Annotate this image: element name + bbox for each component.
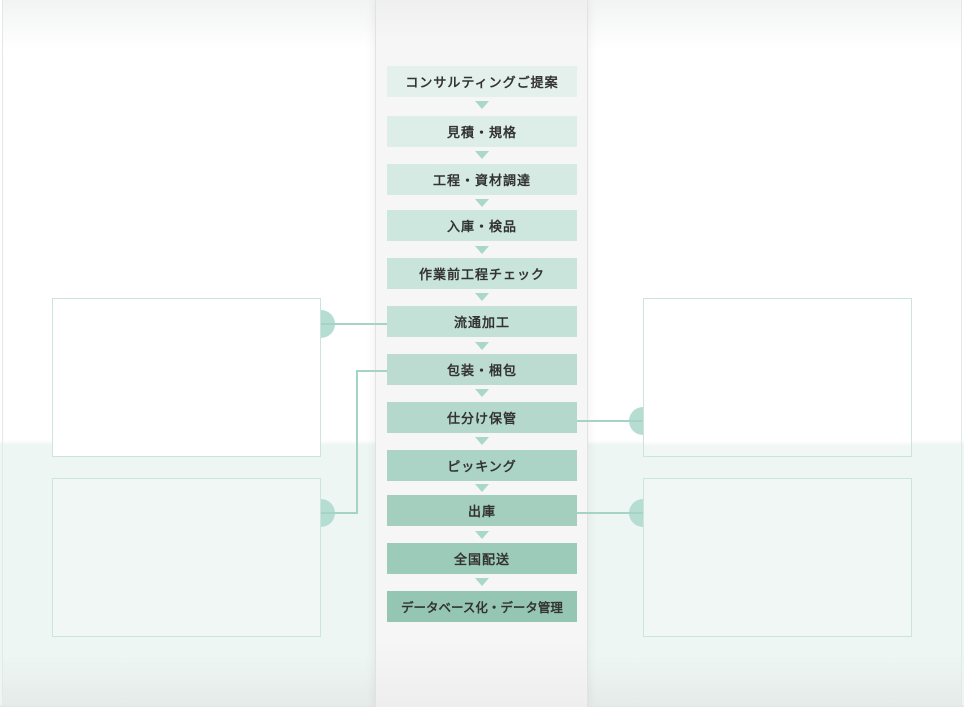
flow-step-shipping: 出庫 [387, 495, 577, 526]
connector-line-left-bottom-v [356, 370, 358, 514]
page-frame-left [2, 0, 3, 707]
flow-step-sorting: 仕分け保管 [387, 402, 577, 433]
down-arrow-icon [475, 101, 489, 109]
flow-step-consulting: コンサルティングご提案 [387, 66, 577, 97]
down-arrow-icon [475, 389, 489, 397]
flow-step-packaging: 包装・梱包 [387, 354, 577, 385]
down-arrow-icon [475, 199, 489, 207]
flow-step-procurement: 工程・資材調達 [387, 164, 577, 195]
down-arrow-icon [475, 246, 489, 254]
page-frame-right [961, 0, 962, 707]
flow-step-estimate: 見積・規格 [387, 116, 577, 147]
down-arrow-icon [475, 578, 489, 586]
connector-line-left-bottom-h1 [321, 512, 358, 514]
down-arrow-icon [475, 151, 489, 159]
flow-step-database: データベース化・データ管理 [387, 591, 577, 622]
side-panel-left-top-cover [52, 298, 321, 457]
flow-step-processing: 流通加工 [387, 306, 577, 337]
flow-step-precheck: 作業前工程チェック [387, 258, 577, 289]
connector-line-left-top [321, 323, 387, 325]
connector-line-right-top [577, 420, 643, 422]
side-panel-right-top-cover [643, 298, 912, 457]
down-arrow-icon [475, 484, 489, 492]
down-arrow-icon [475, 531, 489, 539]
side-panel-right-bottom-cover [643, 478, 912, 637]
flow-step-delivery: 全国配送 [387, 543, 577, 574]
side-panel-left-bottom-cover [52, 478, 321, 637]
down-arrow-icon [475, 437, 489, 445]
flow-step-receiving: 入庫・検品 [387, 210, 577, 241]
connector-line-right-bottom [577, 512, 643, 514]
connector-line-left-bottom-h2 [356, 370, 387, 372]
flow-step-picking: ピッキング [387, 450, 577, 481]
down-arrow-icon [475, 342, 489, 350]
down-arrow-icon [475, 293, 489, 301]
